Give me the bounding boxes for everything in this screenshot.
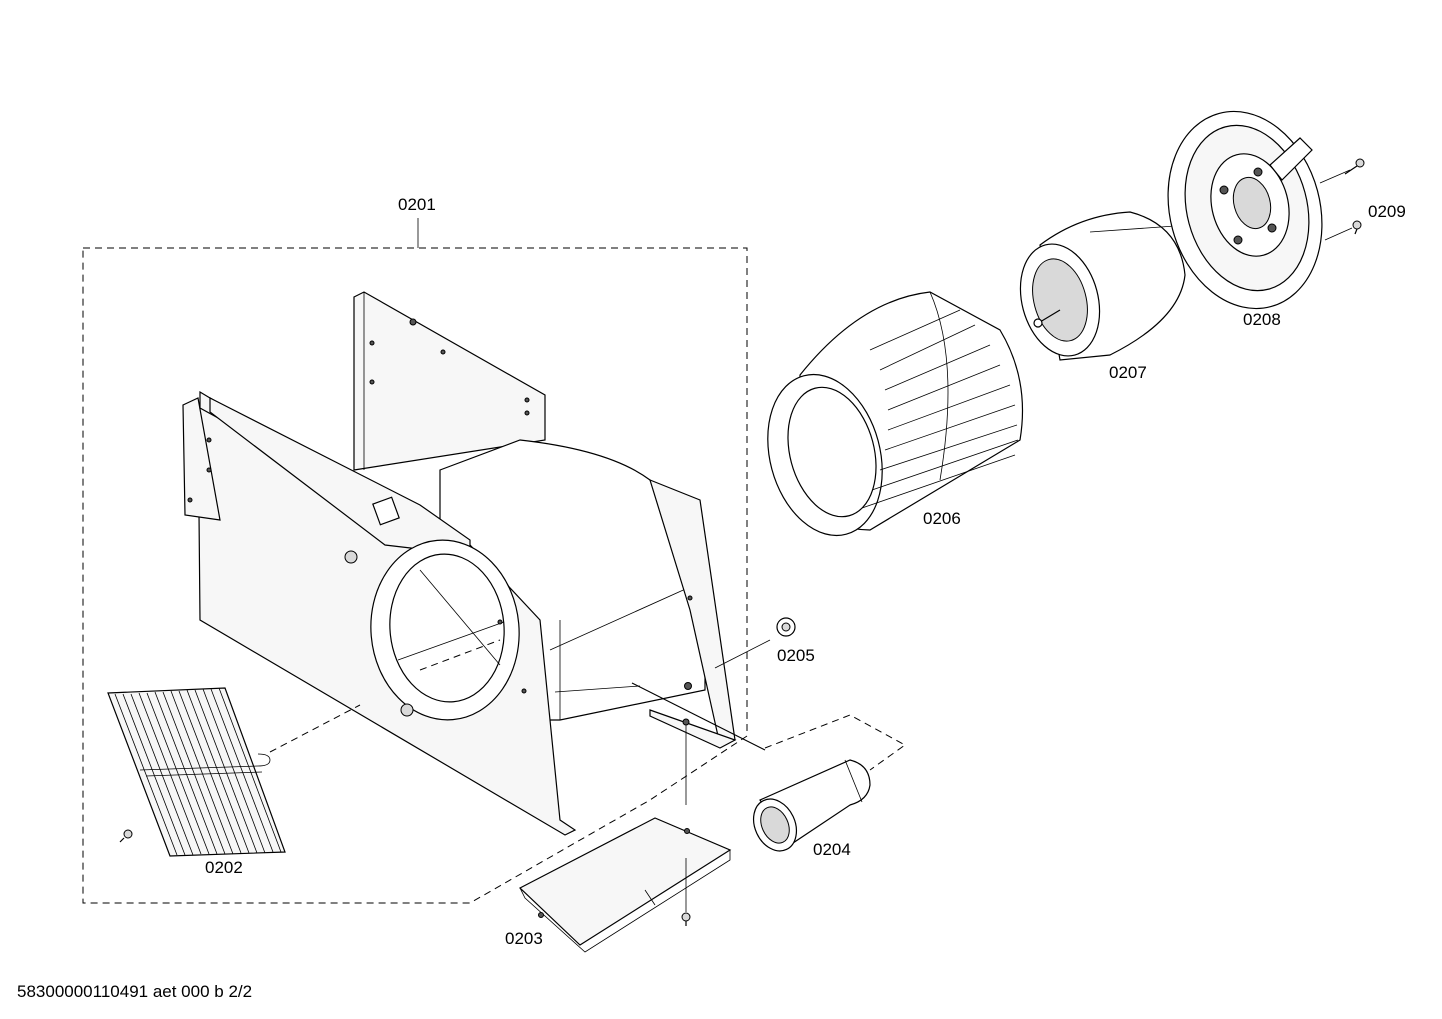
- impeller: [767, 291, 1024, 537]
- motor: [1019, 211, 1211, 361]
- label-0201: 0201: [398, 195, 436, 214]
- label-0202: 0202: [205, 858, 243, 877]
- part-labels: 0201 0202 0203 0204 0205 0206 0207 0208 …: [205, 195, 1406, 948]
- label-0206: 0206: [923, 509, 961, 528]
- fan-housing: [182, 291, 766, 836]
- screws: [1344, 158, 1365, 235]
- label-0207: 0207: [1109, 363, 1147, 382]
- label-0203: 0203: [505, 929, 543, 948]
- motor-mount-plate: [1167, 110, 1353, 310]
- assembly-0201-boundary: [82, 218, 748, 904]
- label-0205: 0205: [777, 646, 815, 665]
- guard-grille: [107, 639, 501, 857]
- label-0208: 0208: [1243, 310, 1281, 329]
- label-0209: 0209: [1368, 202, 1406, 221]
- capacitor: [752, 714, 906, 852]
- cover-plate: [518, 725, 732, 953]
- document-id-footer: 58300000110491 aet 000 b 2/2: [17, 982, 252, 1001]
- nut: [714, 617, 796, 669]
- label-0204: 0204: [813, 840, 851, 859]
